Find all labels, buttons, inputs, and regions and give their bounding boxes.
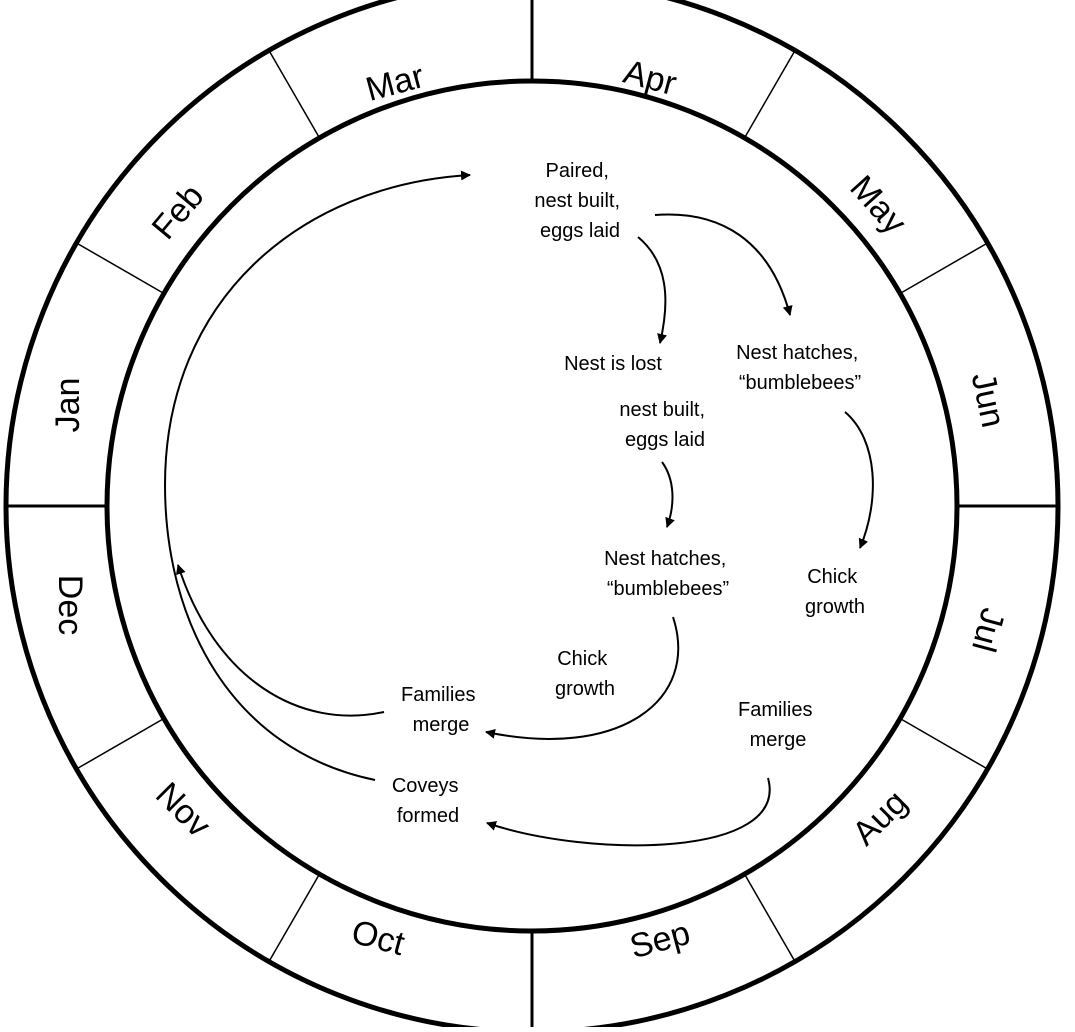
event-labels: Paired, nest built, eggs laid Nest is lo…: [392, 160, 865, 827]
arrow-hatch-to-chick-growth: [844, 411, 874, 549]
event-nest-hatches-1: Nest hatches, “bumblebees”: [736, 342, 864, 394]
event-families-merge-1: Families merge: [401, 684, 481, 736]
event-nest-lost: Nest is lost: [564, 353, 662, 375]
event-paired-line-1: Paired,: [546, 160, 609, 182]
event-hatch-1-line-2: “bumblebees”: [739, 372, 861, 394]
event-nest-hatches-2: Nest hatches, “bumblebees”: [604, 548, 732, 600]
month-label-jan: Jan: [49, 378, 87, 433]
event-families-merge-1-line-2: merge: [413, 714, 470, 736]
event-coveys-line-2: formed: [397, 805, 459, 827]
month-divider: [76, 717, 165, 770]
month-labels: Jan Feb Mar Apr May Jun Jul Aug Sep Oct …: [49, 53, 1012, 966]
event-paired-line-2: nest built,: [534, 190, 620, 212]
month-divider: [899, 242, 988, 295]
outer-ring: [3, 0, 1061, 1032]
month-divider: [743, 50, 796, 139]
flow-arrows: [163, 170, 874, 847]
inner-ring: [104, 78, 960, 934]
event-hatch-1-line-1: Nest hatches,: [736, 342, 858, 364]
month-label-mar: Mar: [362, 57, 428, 109]
month-label-jul: Jul: [964, 604, 1012, 656]
month-divider: [743, 873, 796, 962]
event-coveys-formed: Coveys formed: [392, 775, 464, 827]
event-paired-line-3: eggs laid: [540, 220, 620, 242]
month-label-sep: Sep: [626, 914, 694, 966]
event-renest: nest built, eggs laid: [619, 399, 710, 451]
arrow-coveys-to-paired: [163, 170, 471, 781]
event-nest-lost-line-1: Nest is lost: [564, 353, 662, 375]
month-label-dec: Dec: [51, 575, 89, 635]
event-paired-nest-built: Paired, nest built, eggs laid: [534, 160, 625, 242]
event-hatch-2-line-1: Nest hatches,: [604, 548, 726, 570]
month-label-apr: Apr: [620, 53, 681, 103]
month-divider: [268, 873, 321, 962]
event-chick-growth-1-line-1: Chick: [807, 566, 858, 588]
arrow-paired-to-nest-lost: [637, 236, 667, 344]
arrow-families-merge-to-coveys: [486, 777, 771, 847]
event-families-merge-1-line-1: Families: [401, 684, 475, 706]
event-chick-growth-2: Chick growth: [555, 648, 615, 700]
month-divider: [899, 717, 988, 770]
event-chick-growth-2-line-1: Chick: [557, 648, 608, 670]
event-families-merge-2-line-1: Families: [738, 699, 812, 721]
event-renest-line-1: nest built,: [619, 399, 705, 421]
arrow-families-merge-to-winter: [176, 564, 385, 717]
month-label-oct: Oct: [348, 913, 409, 964]
month-label-aug: Aug: [845, 783, 915, 853]
month-label-jun: Jun: [964, 369, 1013, 431]
arrow-chick-growth-to-families-merge: [485, 616, 680, 740]
event-chick-growth-2-line-2: growth: [555, 678, 615, 700]
event-hatch-2-line-2: “bumblebees”: [607, 578, 729, 600]
event-chick-growth-1: Chick growth: [805, 566, 865, 618]
month-divider: [76, 242, 165, 295]
month-dividers: [6, 0, 1058, 1032]
event-chick-growth-1-line-2: growth: [805, 596, 865, 618]
event-coveys-line-1: Coveys: [392, 775, 459, 797]
event-renest-line-2: eggs laid: [625, 429, 705, 451]
month-label-nov: Nov: [148, 775, 218, 845]
month-divider: [268, 50, 321, 139]
event-families-merge-2-line-2: merge: [750, 729, 807, 751]
arrow-renest-to-hatch: [661, 461, 675, 528]
event-families-merge-2: Families merge: [738, 699, 818, 751]
arrow-paired-to-hatch: [654, 213, 793, 316]
